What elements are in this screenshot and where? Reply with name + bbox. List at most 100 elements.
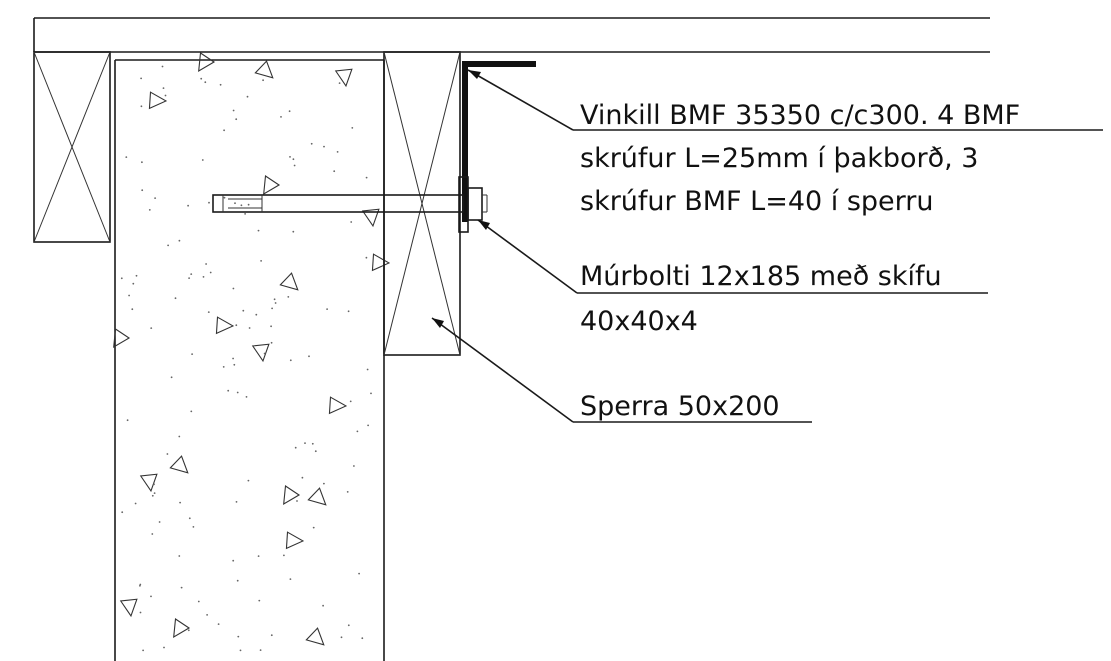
aggregate-dot [351, 127, 354, 129]
aggregate-mark [148, 91, 168, 110]
aggregate-dot [142, 649, 145, 652]
aggregate-dot [166, 453, 169, 455]
aggregate-dot [271, 307, 273, 310]
aggregate-mark [198, 52, 216, 73]
aggregate-dot [178, 555, 181, 557]
aggregate-dot [323, 145, 325, 148]
aggregate-dot [178, 239, 181, 242]
aggregate-dot [346, 491, 349, 493]
aggregate-dot [347, 310, 350, 313]
aggregate-dot [187, 629, 190, 632]
aggregate-dot [240, 204, 243, 207]
aggregate-dot [367, 424, 369, 427]
aggregate-dot [139, 611, 142, 614]
aggregate-mark [305, 627, 325, 646]
aggregate-dot [280, 116, 282, 118]
aggregate-dot [125, 156, 128, 159]
aggregate-dot [208, 201, 210, 204]
aggregate-dot [257, 229, 260, 232]
rafter-line-1: Sperra 50x200 [580, 391, 780, 422]
aggregate-dot [333, 170, 336, 173]
aggregate-dot [121, 511, 124, 514]
aggregate-dot [326, 308, 328, 310]
concrete-aggregate-hatch [113, 52, 391, 652]
aggregate-mark [371, 253, 391, 272]
aggregate-dot [311, 442, 314, 445]
aggregate-mark [139, 473, 158, 493]
aggregate-dot [237, 635, 240, 638]
aggregate-dot [258, 599, 261, 602]
aggregate-dot [201, 159, 204, 161]
aggregate-dot [141, 189, 144, 192]
label-rafter: Sperra 50x200 [580, 391, 780, 422]
aggregate-dot [191, 353, 194, 355]
angle-bracket-line-1: Vinkill BMF 35350 c/c300. 4 BMF [580, 100, 1020, 131]
aggregate-mark [307, 487, 327, 506]
aggregate-dot [135, 274, 138, 277]
aggregate-dot [170, 376, 173, 379]
aggregate-dot [270, 341, 273, 344]
aggregate-dot [223, 196, 226, 199]
aggregate-dot [235, 324, 238, 327]
aggregate-dot [323, 482, 325, 485]
aggregate-dot [140, 77, 143, 80]
aggregate-dot [296, 500, 298, 502]
aggregate-dot [293, 164, 296, 167]
aggregate-mark [334, 68, 353, 88]
aggregate-dot [120, 277, 123, 280]
aggregate-dot [188, 517, 191, 520]
aggregate-mark [263, 175, 281, 196]
aggregate-dot [314, 450, 317, 453]
aggregate-dot [289, 156, 291, 158]
aggregate-dot [205, 263, 208, 265]
aggregate-dot [340, 636, 343, 639]
aggregate-dot [239, 649, 242, 652]
aggregate-dot [361, 637, 364, 640]
aggregate-dot [301, 476, 304, 479]
aggregate-dot [310, 142, 313, 145]
leader-anchor-bolt [477, 219, 988, 294]
angle-bracket-line-3: skrúfur BMF L=40 í sperru [580, 186, 934, 217]
aggregate-dot [356, 430, 359, 433]
leader-rafter [431, 317, 812, 423]
aggregate-dot [148, 209, 151, 211]
aggregate-dot [347, 624, 350, 627]
aggregate-dot [322, 604, 324, 607]
aggregate-dot [204, 81, 207, 84]
aggregate-dot [222, 366, 225, 368]
aggregate-dot [223, 129, 226, 132]
aggregate-dot [190, 273, 193, 275]
anchor-bolt-line-2: 40x40x4 [580, 306, 698, 337]
aggregate-dot [336, 151, 339, 153]
aggregate-mark [119, 598, 138, 618]
aggregate-dot [263, 352, 266, 355]
aggregate-dot [287, 296, 290, 298]
aggregate-dot [236, 579, 239, 582]
aggregate-dot [153, 483, 155, 486]
aggregate-mark [361, 208, 380, 228]
aggregate-dot [312, 526, 315, 529]
aggregate-dot [273, 298, 276, 301]
aggregate-dot [131, 308, 134, 311]
aggregate-dot [259, 649, 262, 651]
aggregate-dot [232, 357, 235, 360]
aggregate-dot [288, 110, 291, 113]
leader-angle-bracket [467, 69, 1103, 131]
aggregate-dot [151, 494, 154, 497]
aggregate-dot [232, 109, 235, 112]
anchor-bolt-line-1: Múrbolti 12x185 með skífu [580, 261, 942, 292]
aggregate-dot [260, 260, 262, 262]
aggregate-mark [279, 272, 299, 291]
aggregate-dot [200, 77, 203, 80]
aggregate-dot [126, 419, 129, 422]
aggregate-dot [257, 555, 260, 557]
aggregate-dot [365, 176, 368, 179]
aggregate-dot [179, 501, 182, 504]
aggregate-dot [153, 492, 156, 494]
aggregate-dot [338, 82, 341, 84]
aggregate-dot [248, 327, 251, 329]
aggregate-dot [247, 203, 250, 206]
aggregate-dot [227, 389, 230, 392]
aggregate-mark [215, 316, 235, 335]
label-angle-bracket: Vinkill BMF 35350 c/c300. 4 BMF skrúfur … [580, 100, 1020, 217]
